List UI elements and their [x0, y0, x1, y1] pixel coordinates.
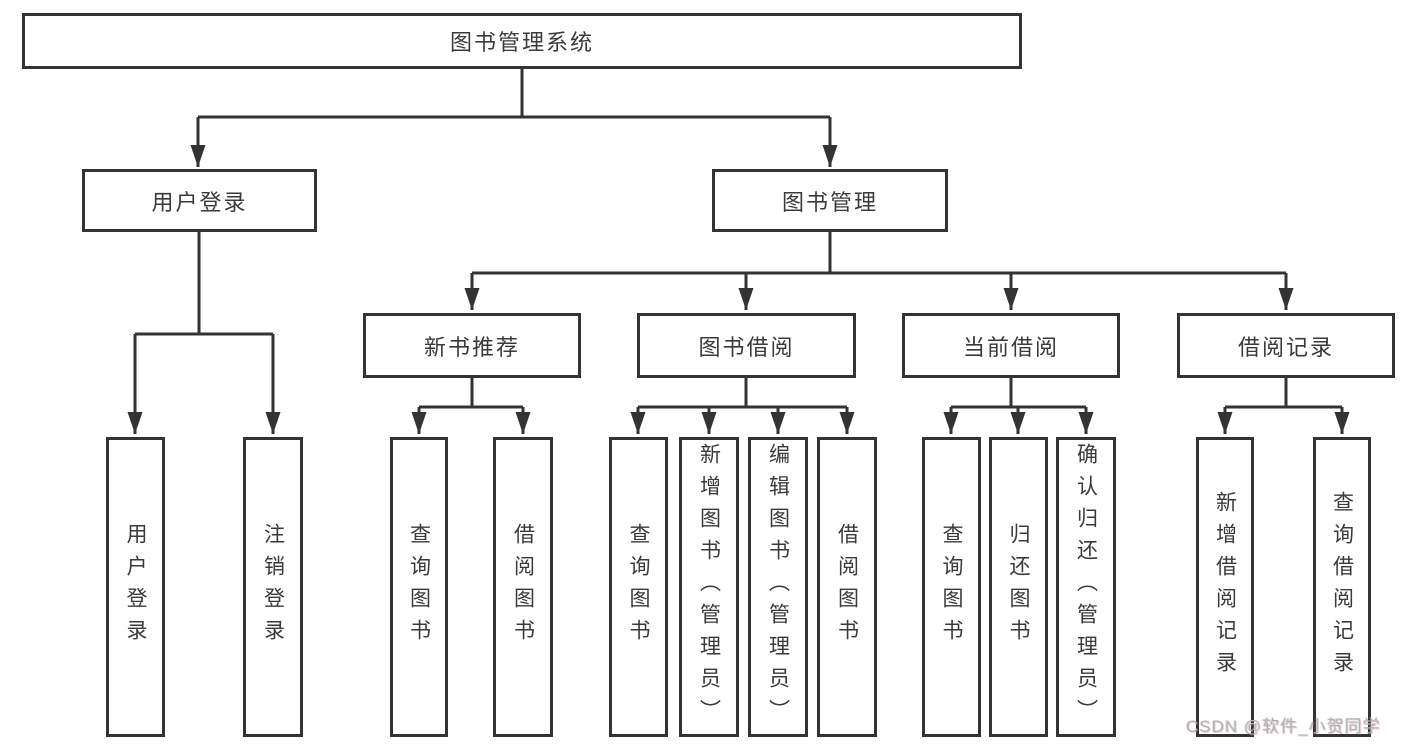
leaf-borrow-book: 借阅图书 [817, 437, 877, 737]
csdn-watermark: CSDN @软件_小贺同学 [1186, 717, 1381, 736]
leaf-label: 归还图书 [1007, 523, 1030, 651]
node-label: 图书管理 [781, 189, 878, 215]
node-label: 用户登录 [151, 189, 248, 215]
node-label: 当前借阅 [962, 334, 1059, 360]
node-label: 图书管理系统 [449, 30, 594, 55]
leaf-label: 查询借阅记录 [1330, 491, 1354, 683]
leaf-query-borrow-record: 查询借阅记录 [1313, 437, 1371, 737]
leaf-borrow-book-recommend: 借阅图书 [493, 437, 553, 737]
leaf-label: 借阅图书 [835, 523, 859, 651]
node-user-login: 用户登录 [82, 169, 317, 232]
leaf-add-borrow-record: 新增借阅记录 [1196, 437, 1254, 737]
leaf-query-book-recommend: 查询图书 [390, 437, 448, 737]
node-label: 借阅记录 [1237, 334, 1334, 360]
node-library-management-system: 图书管理系统 [22, 13, 1022, 69]
leaf-return-book: 归还图书 [989, 437, 1048, 737]
node-label: 图书借阅 [698, 334, 795, 360]
leaf-label: 查询图书 [407, 523, 431, 651]
leaf-query-book-borrow: 查询图书 [609, 437, 668, 737]
leaf-query-book-current: 查询图书 [922, 437, 981, 737]
node-borrow-records: 借阅记录 [1177, 313, 1395, 378]
leaf-label: 查询图书 [940, 523, 963, 651]
leaf-label: 用户登录 [124, 523, 147, 651]
leaf-label: 注销登录 [261, 523, 285, 651]
node-book-borrow: 图书借阅 [637, 313, 856, 378]
leaf-logout: 注销登录 [243, 437, 303, 737]
leaf-confirm-return-admin: 确认归还（管理员） [1056, 437, 1116, 737]
node-new-book-recommend: 新书推荐 [363, 313, 581, 378]
node-book-management: 图书管理 [712, 169, 948, 232]
node-label: 新书推荐 [423, 334, 520, 360]
leaf-user-login: 用户登录 [106, 437, 165, 737]
leaf-label: 查询图书 [627, 523, 650, 651]
leaf-add-book-admin: 新增图书（管理员） [679, 437, 739, 737]
node-current-borrow: 当前借阅 [902, 313, 1120, 378]
leaf-label: 新增借阅记录 [1213, 491, 1237, 683]
leaf-label: 新增图书（管理员） [697, 443, 721, 731]
leaf-edit-book-admin: 编辑图书（管理员） [748, 437, 808, 737]
leaf-label: 确认归还（管理员） [1074, 443, 1098, 731]
leaf-label: 借阅图书 [511, 523, 535, 651]
leaf-label: 编辑图书（管理员） [766, 443, 790, 731]
